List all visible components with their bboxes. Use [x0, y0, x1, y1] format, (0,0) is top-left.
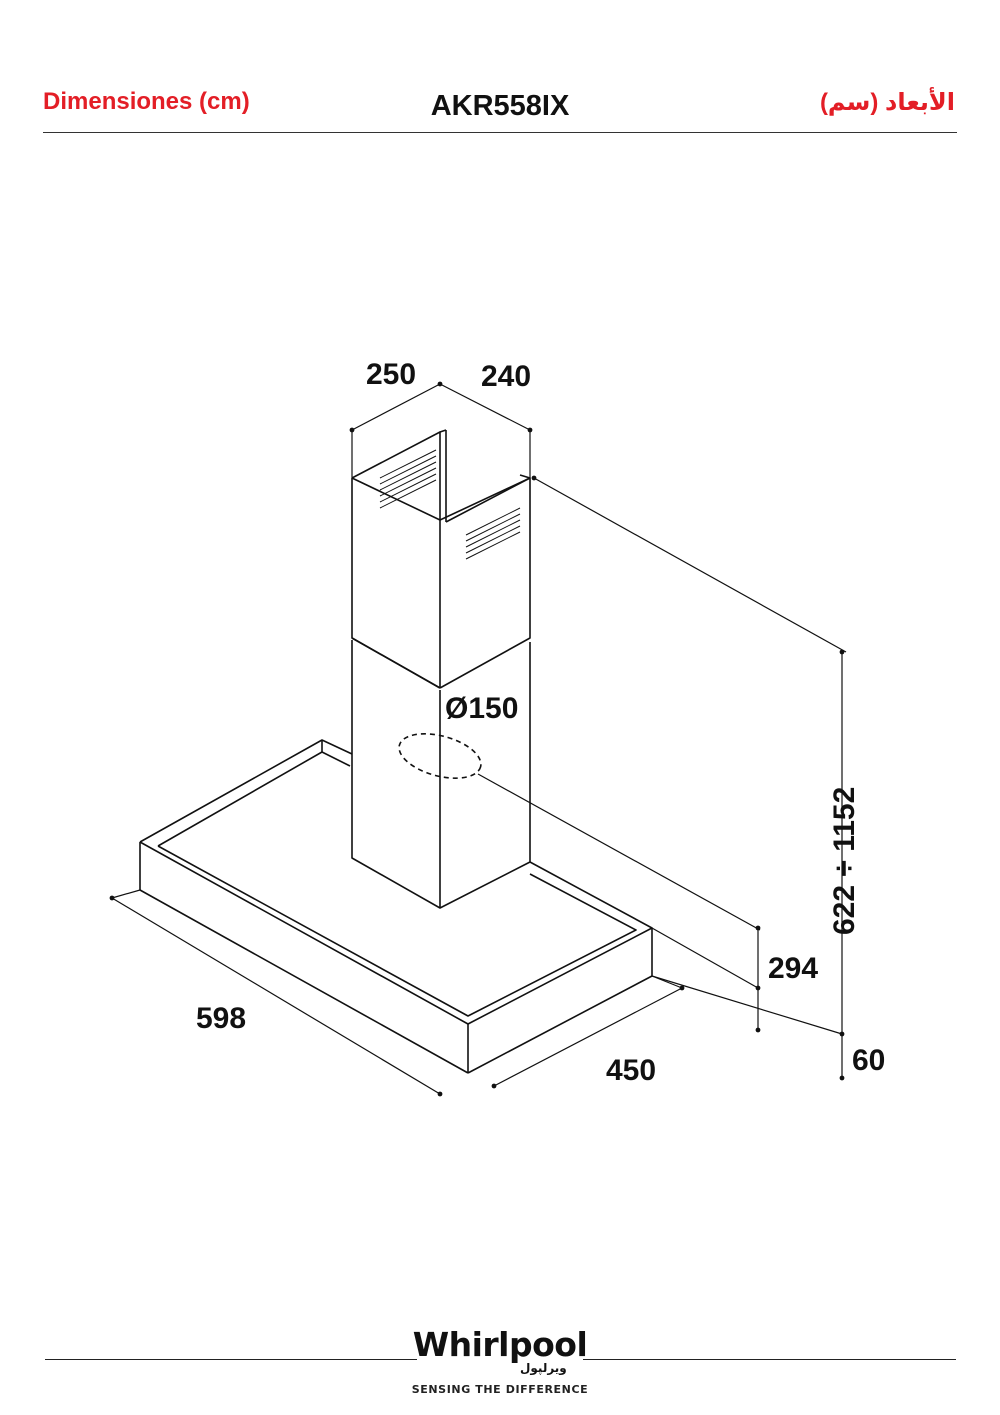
whirlpool-logo: Whirlpool: [412, 1325, 588, 1364]
label-width: 598: [196, 1002, 246, 1035]
duct-outlet: [398, 733, 482, 779]
label-canopy-thickness: 60: [852, 1044, 885, 1077]
label-chimney-depth: 240: [481, 360, 531, 393]
label-total-height: 622 ÷ 1152: [828, 787, 861, 935]
chimney-upper: [351, 429, 531, 689]
footer-divider-left: [45, 1359, 417, 1360]
label-depth: 450: [606, 1054, 656, 1087]
dimension-dots: [109, 381, 845, 1097]
vent-grille-side: [465, 507, 521, 560]
label-body-height: 294: [768, 952, 818, 985]
label-duct-diameter: Ø150: [445, 692, 518, 725]
label-chimney-width: 250: [366, 358, 416, 391]
model-title: AKR558IX: [430, 90, 570, 122]
footer-divider-right: [583, 1359, 956, 1360]
chimney-lower: [351, 640, 531, 909]
brand-tagline: SENSING THE DIFFERENCE: [411, 1383, 589, 1396]
dimensions-title-ar: الأبعاد (سم): [819, 89, 955, 116]
header-divider: [43, 132, 957, 133]
dimension-lines: [111, 383, 847, 1095]
canopy: [139, 739, 653, 1074]
vent-grille-back: [379, 449, 437, 509]
dimensions-title-es: Dimensiones (cm): [43, 88, 250, 115]
whirlpool-logo-arabic: ويرلپول: [520, 1361, 567, 1375]
